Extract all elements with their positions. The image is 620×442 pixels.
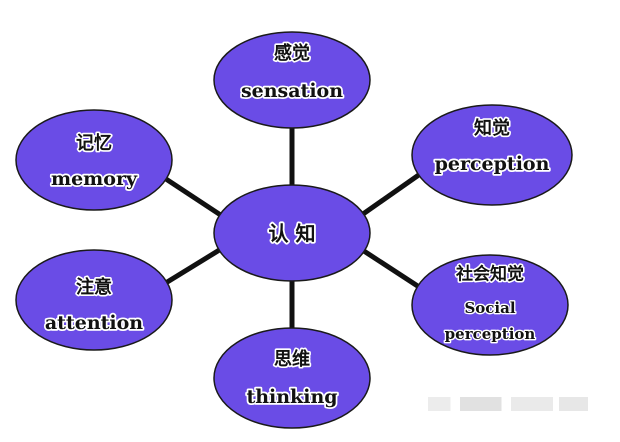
node-center-cognition: 认 知	[213, 184, 371, 282]
edge-social	[358, 245, 424, 292]
node-ellipse	[15, 249, 173, 351]
node-attention: 注意 attention	[15, 249, 173, 351]
node-ellipse	[15, 109, 173, 211]
node-label-en: attention	[45, 312, 143, 334]
node-ellipse	[213, 327, 371, 429]
node-ellipse	[411, 254, 569, 356]
node-label-en: perception	[435, 153, 550, 175]
node-label-zh: 思维	[274, 348, 310, 370]
node-ellipse	[213, 31, 371, 129]
edge-attention	[160, 245, 226, 288]
node-label-zh: 知觉	[474, 117, 510, 139]
node-label-en: Social	[464, 299, 515, 317]
node-ellipse	[213, 184, 371, 282]
node-label-en: sensation	[241, 80, 343, 102]
node-label-zh: 认 知	[269, 222, 316, 246]
node-label-en-line2: perception	[445, 325, 536, 343]
node-perception: 知觉 perception	[411, 104, 573, 206]
node-label-zh: 注意	[76, 276, 112, 298]
node-label-en: thinking	[246, 386, 337, 408]
edge-memory	[159, 173, 227, 220]
node-sensation: 感觉 sensation	[213, 31, 371, 129]
node-thinking: 思维 thinking	[213, 327, 371, 429]
edge-perception	[357, 169, 425, 220]
node-social: 社会知觉 Social perception	[411, 254, 569, 356]
watermark	[428, 397, 588, 411]
node-label-zh: 社会知觉	[455, 264, 524, 285]
node-label-en: memory	[51, 168, 138, 190]
edges	[159, 124, 425, 332]
node-label-zh: 记忆	[76, 132, 112, 154]
node-label-zh: 感觉	[274, 42, 310, 64]
node-ellipse	[411, 104, 573, 206]
node-memory: 记忆 memory	[15, 109, 173, 211]
nodes: 认 知 感觉 sensation 知觉 perception 社会知觉 Social perc…	[15, 31, 573, 429]
